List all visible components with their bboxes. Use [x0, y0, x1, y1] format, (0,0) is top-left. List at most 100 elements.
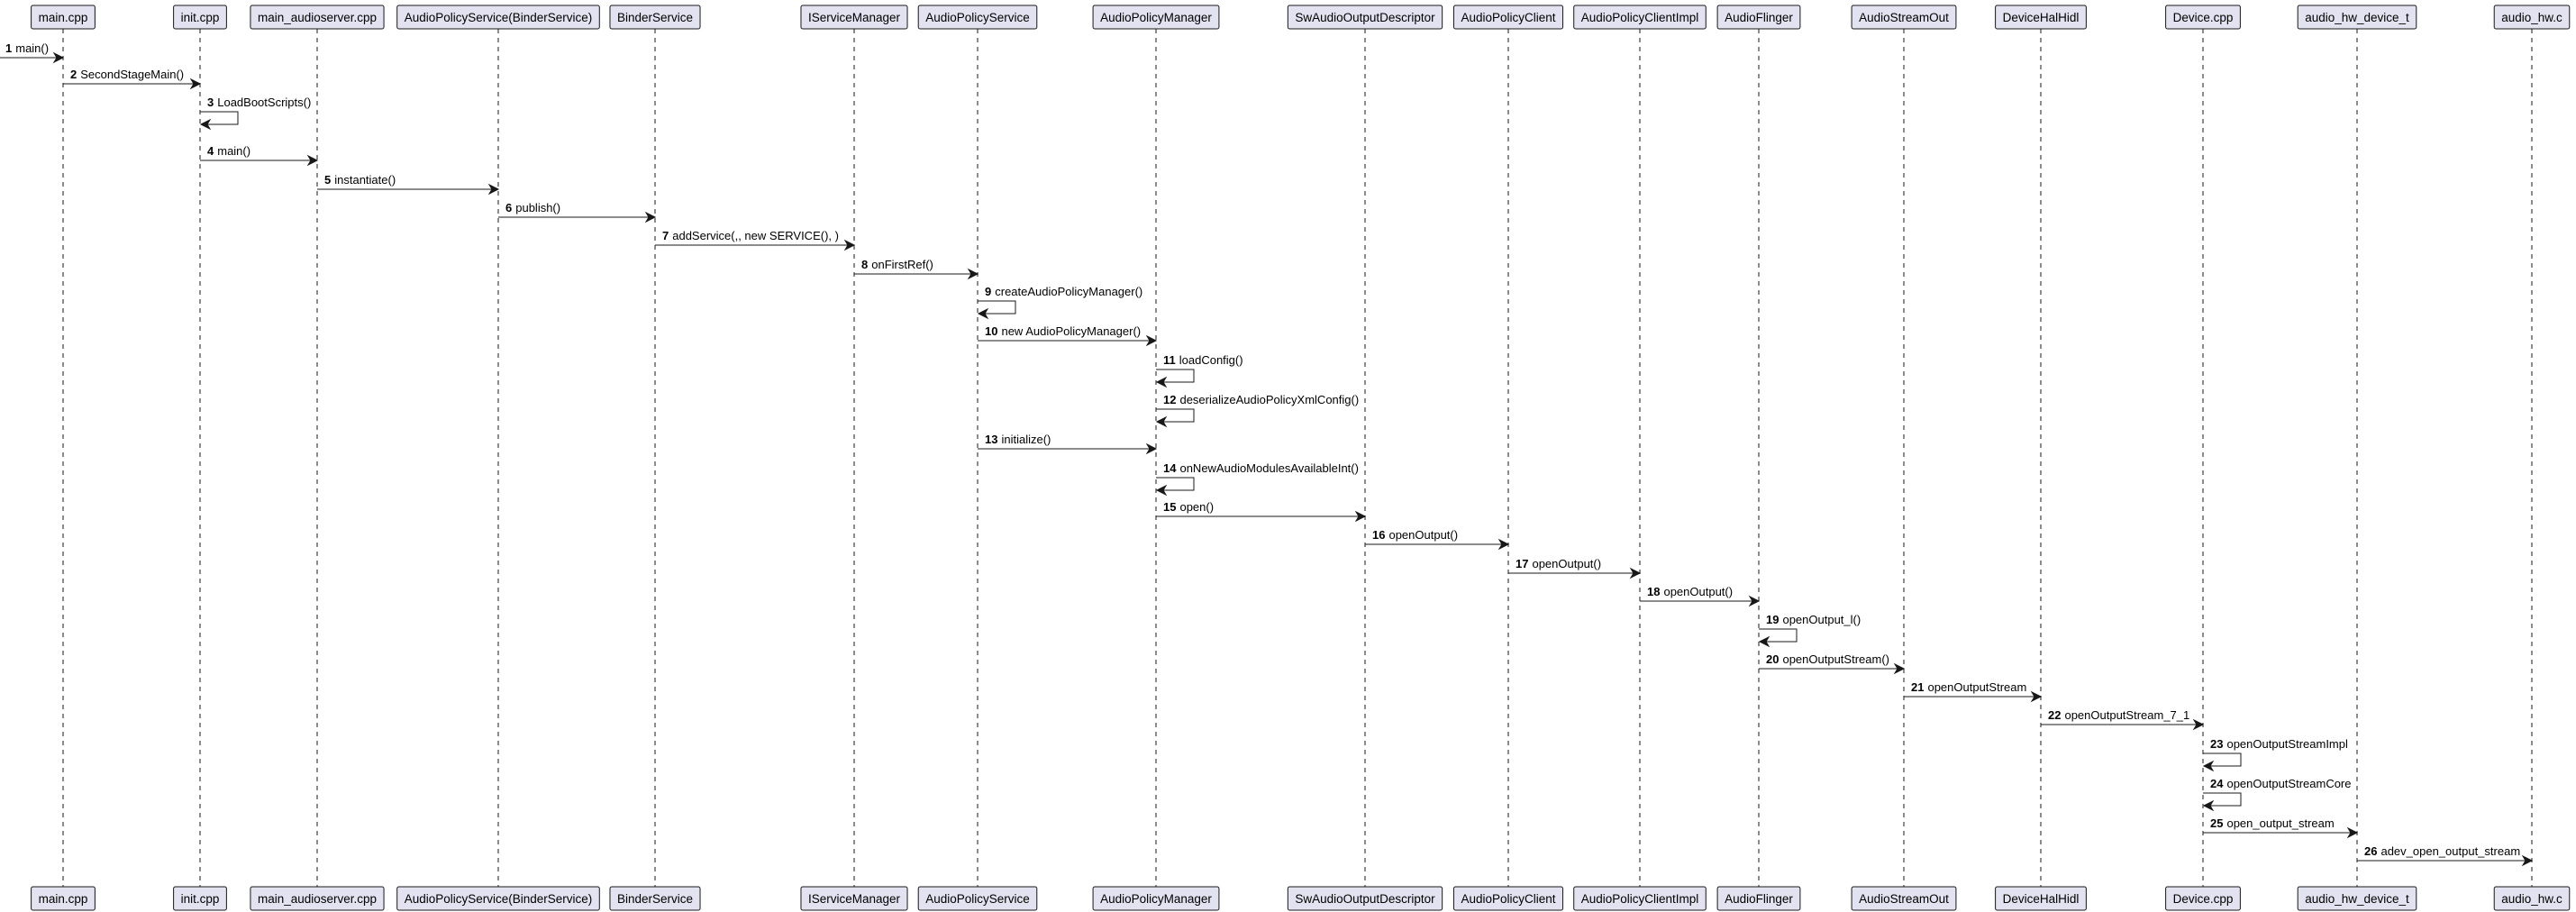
arrow-head: [52, 51, 65, 64]
arrow-head: [487, 183, 500, 196]
message-number: 14: [1163, 461, 1177, 475]
message-label: openOutput_l(): [1782, 613, 1861, 626]
message-number: 19: [1766, 613, 1779, 626]
participant-top-devicehalhidl: DeviceHalHidl: [1995, 5, 2087, 30]
participant-box: [917, 5, 1038, 30]
participant-bottom-audio-hw-device-t: audio_hw_device_t: [2297, 886, 2417, 911]
message-label: openOutput(): [1532, 557, 1601, 570]
participant-label: AudioPolicyService(BinderService): [405, 892, 593, 906]
arrow-head: [977, 307, 989, 320]
message-number: 13: [985, 433, 997, 446]
participant-bottom-audioflinger: AudioFlinger: [1716, 886, 1801, 911]
arrow-head: [306, 154, 319, 167]
self-message-line: [1759, 628, 1798, 643]
self-message-line: [1156, 369, 1195, 383]
arrow-head: [2192, 718, 2205, 731]
arrow-head: [843, 239, 856, 251]
participant-bottom-audio-hw-c: audio_hw.c: [2493, 886, 2571, 911]
message-label: openOutputStream(): [1782, 652, 1889, 666]
message-number: 4: [207, 144, 214, 158]
participant-box: [250, 5, 385, 30]
participant-bottom-swaudiooutputdescriptor: SwAudioOutputDescriptor: [1287, 886, 1443, 911]
message-label: main(): [15, 41, 49, 55]
participant-top-audiopolicyclientimpl: AudioPolicyClientImpl: [1573, 5, 1707, 30]
participant-box: [2493, 5, 2571, 30]
arrow-head: [1497, 538, 1510, 551]
participant-top-main-audioserver-cpp: main_audioserver.cpp: [250, 5, 385, 30]
arrow-head: [2346, 826, 2359, 839]
participant-label: BinderService: [617, 11, 693, 24]
participant-top-swaudiooutputdescriptor: SwAudioOutputDescriptor: [1287, 5, 1443, 30]
arrow-head: [644, 211, 657, 223]
arrow-head: [2521, 854, 2534, 867]
participant-box: [2165, 886, 2241, 911]
arrow-head: [1748, 595, 1761, 607]
participant-label: AudioPolicyClientImpl: [1581, 11, 1699, 24]
participant-box: [2493, 886, 2571, 911]
participant-label: AudioPolicyService: [925, 11, 1030, 24]
participant-top-audiopolicyclient: AudioPolicyClient: [1452, 5, 1564, 30]
participant-box: [800, 886, 908, 911]
participant-top-iservicemanager: IServiceManager: [800, 5, 908, 30]
message-number: 5: [324, 173, 331, 187]
message-number: 6: [505, 201, 512, 214]
message-label: instantiate(): [334, 173, 396, 187]
participant-box: [1716, 5, 1801, 30]
participant-box: [31, 5, 96, 30]
self-message-line: [1156, 477, 1195, 491]
message-label: onNewAudioModulesAvailableInt(): [1179, 461, 1359, 475]
participant-label: IServiceManager: [808, 892, 901, 906]
message-label: deserializeAudioPolicyXmlConfig(): [1179, 393, 1359, 406]
participant-bottom-devicehalhidl: DeviceHalHidl: [1995, 886, 2087, 911]
participant-label: AudioPolicyClient: [1461, 11, 1555, 24]
message-label: publish(): [515, 201, 560, 214]
participant-label: init.cpp: [181, 11, 220, 24]
message-number: 9: [985, 285, 991, 298]
arrow-head: [1758, 635, 1770, 648]
message-number: 3: [207, 96, 214, 109]
participant-box: [1851, 886, 1957, 911]
participant-label: BinderService: [617, 892, 693, 906]
participant-top-audiopolicyservice-binderservice: AudioPolicyService(BinderService): [396, 5, 600, 30]
message-number: 7: [662, 229, 669, 242]
message-label: addService(,, new SERVICE(), ): [672, 229, 839, 242]
message-label: initialize(): [1001, 433, 1051, 446]
participant-bottom-iservicemanager: IServiceManager: [800, 886, 908, 911]
message-number: 15: [1163, 500, 1176, 514]
participant-label: AudioPolicyService(BinderService): [405, 11, 593, 24]
lifelines: [62, 29, 2533, 887]
participant-top-binderservice: BinderService: [609, 5, 701, 30]
participant-box: [2297, 5, 2417, 30]
message-number: 25: [2210, 816, 2223, 830]
participant-box: [1092, 886, 1220, 911]
participant-label: main.cpp: [39, 11, 88, 24]
arrow-head: [1629, 567, 1642, 579]
arrow-head: [1145, 334, 1158, 347]
participant-label: AudioFlinger: [1725, 11, 1793, 24]
participant-box: [1995, 5, 2087, 30]
message-number: 16: [1372, 528, 1385, 542]
self-message-line: [978, 300, 1016, 315]
participant-box: [1287, 886, 1443, 911]
message-label: openOutputStreamCore: [2226, 777, 2351, 790]
message-label: open_output_stream: [2226, 816, 2334, 830]
participant-bottom-audiopolicymanager: AudioPolicyManager: [1092, 886, 1220, 911]
participant-label: AudioPolicyManager: [1100, 892, 1212, 906]
participant-bottom-init-cpp: init.cpp: [173, 886, 227, 911]
participant-label: AudioStreamOut: [1859, 892, 1949, 906]
message-13: 13 initialize(): [978, 433, 1158, 455]
participant-top-audiopolicyservice: AudioPolicyService: [917, 5, 1038, 30]
message-label: main(): [217, 144, 250, 158]
